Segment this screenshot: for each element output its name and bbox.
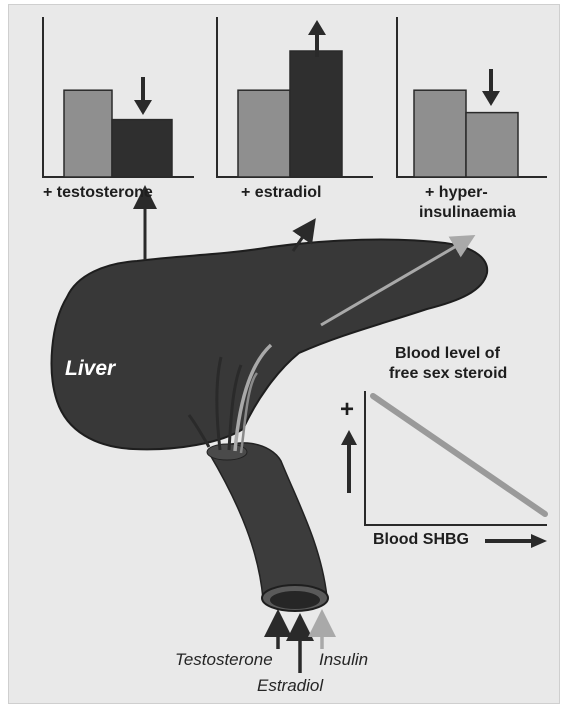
testosterone-input-label: Testosterone bbox=[175, 650, 273, 670]
panel-testosterone bbox=[43, 17, 194, 177]
panel-testosterone-bar-effect bbox=[112, 120, 172, 177]
diagram-figure: + testosterone + estradiol + hyper- insu… bbox=[8, 4, 560, 704]
panel-hyperinsulinaemia-bar-baseline bbox=[414, 90, 466, 177]
shbg-graph-y-marker: + bbox=[340, 396, 354, 424]
panel-hyperinsulinaemia-label-line1: + hyper- bbox=[425, 184, 488, 202]
panel-testosterone-label: + testosterone bbox=[43, 184, 153, 202]
panel-hyperinsulinaemia-label-line2: insulinaemia bbox=[419, 204, 516, 222]
panel-testosterone-bar-baseline bbox=[64, 90, 112, 177]
liver-label: Liver bbox=[65, 357, 115, 381]
down-arrow-icon bbox=[482, 69, 500, 106]
insulin-input-label: Insulin bbox=[319, 650, 368, 670]
shbg-graph-trend-line bbox=[373, 396, 545, 514]
panel-hyperinsulinaemia-bar-effect bbox=[466, 113, 518, 177]
shbg-graph-x-label: Blood SHBG bbox=[373, 531, 469, 549]
panel-hyperinsulinaemia bbox=[397, 17, 547, 177]
right-arrow-icon bbox=[485, 534, 547, 548]
estradiol-input-label: Estradiol bbox=[257, 676, 323, 696]
portal-vein bbox=[207, 443, 328, 611]
down-arrow-icon bbox=[134, 77, 152, 115]
shbg-graph-title-line1: Blood level of bbox=[395, 345, 500, 363]
shbg-graph-title-line2: free sex steroid bbox=[389, 365, 507, 383]
panel-estradiol-label: + estradiol bbox=[241, 184, 321, 202]
panel-estradiol bbox=[217, 17, 373, 177]
up-arrow-icon bbox=[341, 430, 357, 493]
input-arrows bbox=[278, 623, 322, 673]
shbg-graph bbox=[341, 391, 547, 548]
panel-estradiol-bar-effect bbox=[290, 51, 342, 177]
panel-estradiol-bar-baseline bbox=[238, 90, 290, 177]
